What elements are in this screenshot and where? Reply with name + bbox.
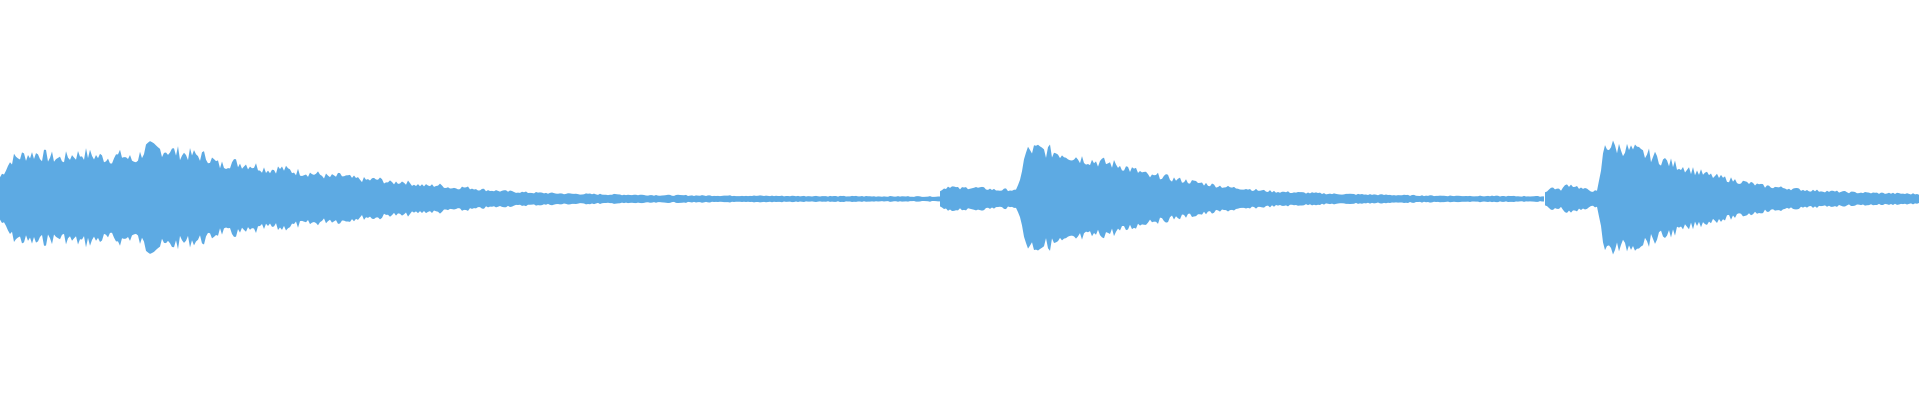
waveform-segment-3 bbox=[1545, 140, 1919, 255]
waveform-segment-1 bbox=[0, 141, 940, 254]
waveform-segment-2 bbox=[940, 144, 1544, 251]
waveform-graph bbox=[0, 140, 1919, 255]
